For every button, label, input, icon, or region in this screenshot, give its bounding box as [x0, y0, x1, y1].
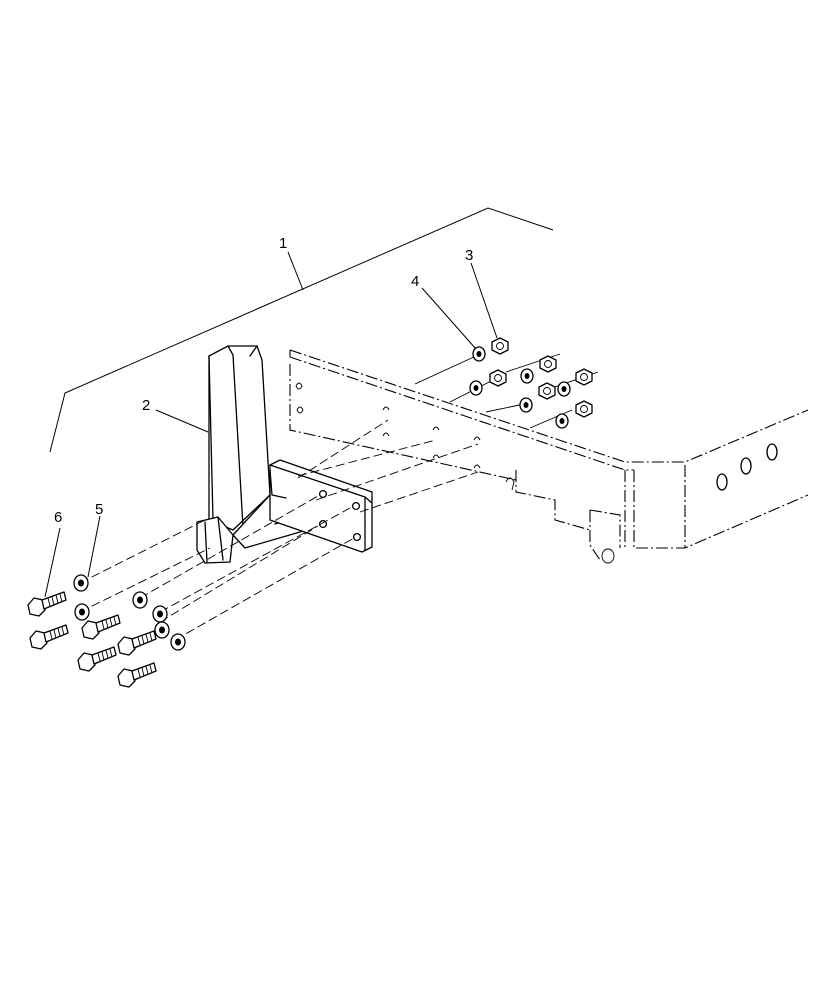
- bolt-centerlines: [79, 495, 355, 641]
- hex-nut-icon: [539, 355, 557, 373]
- flat-washer-icon: [132, 591, 148, 609]
- nut-centerlines: [297, 353, 599, 513]
- hex-bolt-icon: [81, 614, 121, 640]
- lock-washers: [469, 346, 571, 429]
- hex-bolt-icon: [117, 630, 157, 656]
- flat-washer-icon: [74, 603, 90, 621]
- callout-3: 3: [465, 247, 473, 264]
- callout-6: 6: [54, 509, 62, 526]
- assembly-bracket-line: [49, 207, 554, 453]
- hex-nuts: [489, 337, 593, 418]
- flat-washer-icon: [170, 633, 186, 651]
- flat-washers: [73, 574, 186, 651]
- hex-nut-icon: [538, 382, 556, 400]
- lock-washer-icon: [519, 397, 533, 413]
- flat-washer-icon: [73, 574, 89, 592]
- callout-2: 2: [142, 397, 150, 414]
- hex-bolt-icon: [117, 662, 157, 688]
- front-bracket: [196, 345, 373, 564]
- frame-rail-phantom: [289, 349, 809, 564]
- flat-washer-icon: [154, 621, 170, 639]
- lock-washer-icon: [557, 381, 571, 397]
- hex-bolt-icon: [29, 624, 69, 650]
- lock-washer-icon: [555, 413, 569, 429]
- lock-washer-icon: [469, 380, 483, 396]
- lock-washer-icon: [472, 346, 486, 362]
- hex-nut-icon: [491, 337, 509, 355]
- hex-bolt-icon: [77, 646, 117, 672]
- hex-nut-icon: [575, 368, 593, 386]
- hex-bolts: [27, 591, 157, 688]
- callout-5: 5: [95, 501, 103, 518]
- callout-leaders: [44, 262, 498, 598]
- callout-4: 4: [411, 273, 419, 290]
- hex-bolt-icon: [27, 591, 67, 617]
- callout-1: 1: [279, 235, 287, 252]
- hex-nut-icon: [489, 369, 507, 387]
- flat-washer-icon: [152, 605, 168, 623]
- lock-washer-icon: [520, 368, 534, 384]
- hex-nut-icon: [575, 400, 593, 418]
